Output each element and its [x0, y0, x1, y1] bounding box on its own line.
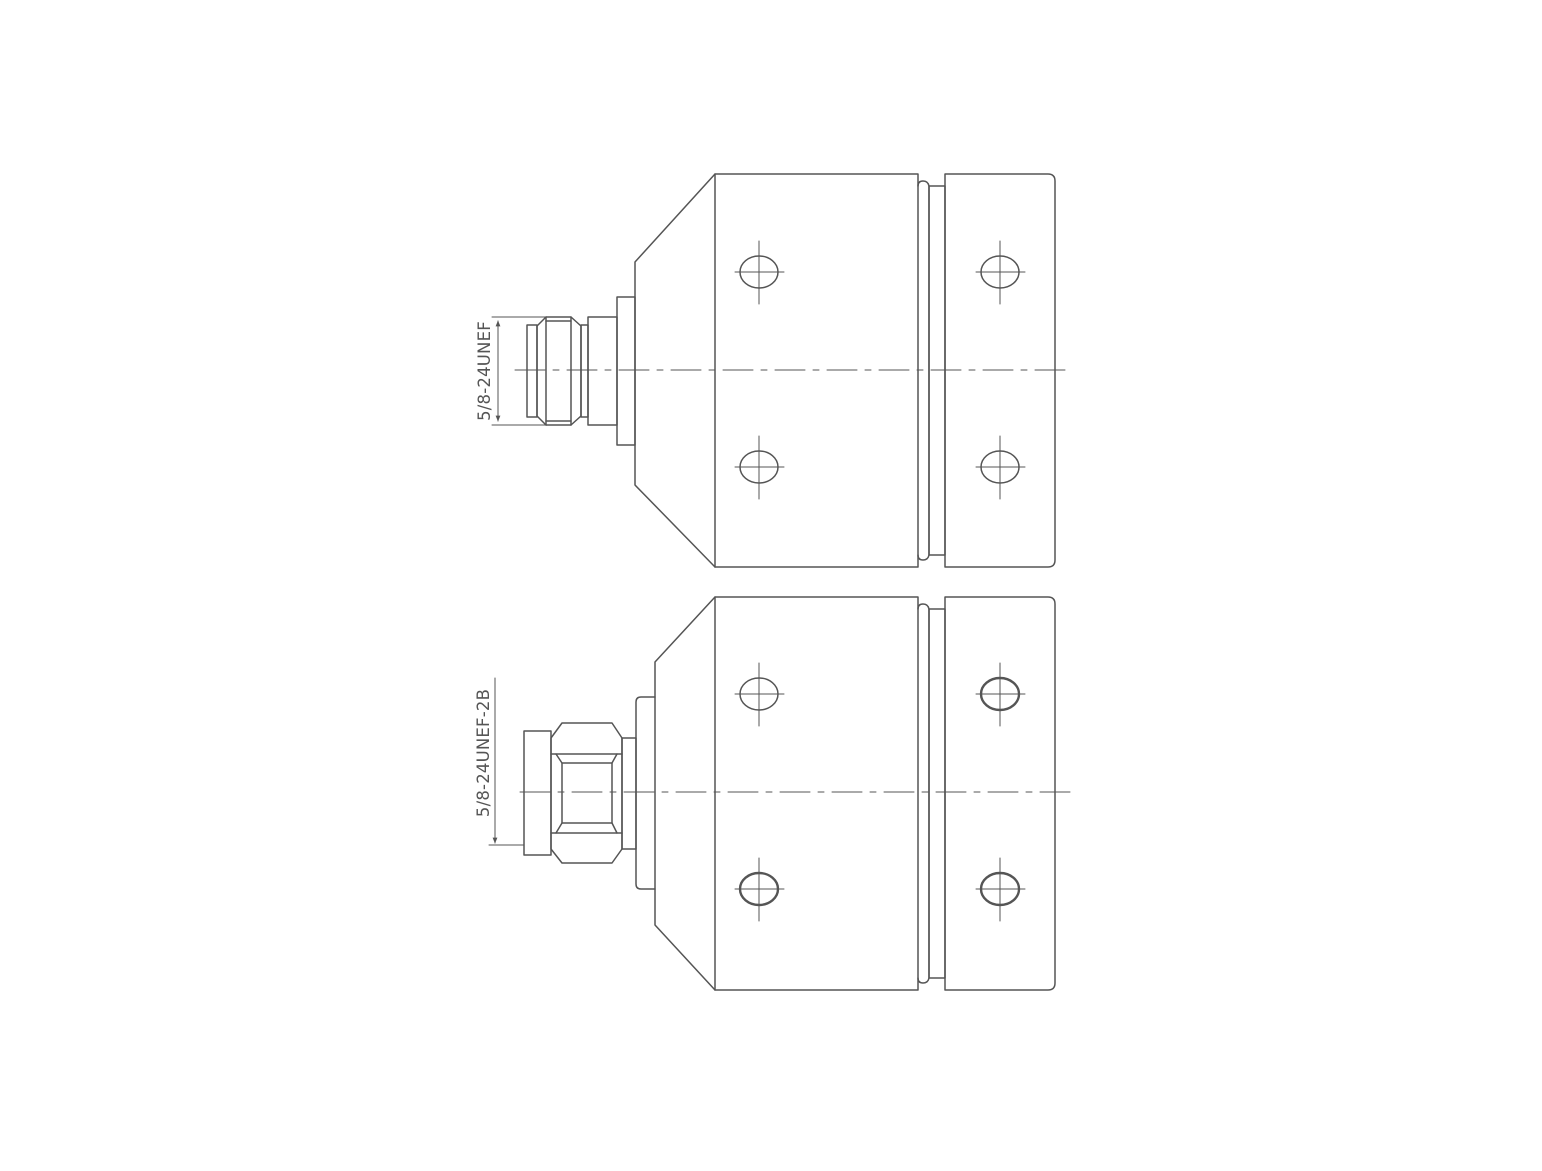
top-flange	[616, 296, 636, 446]
top-jack-barrel	[536, 316, 582, 426]
bottom-flange	[635, 696, 656, 890]
top-collar-step	[580, 324, 589, 418]
bottom-thread-dimension	[488, 677, 525, 846]
bottom-connector-view	[488, 596, 1073, 991]
top-jack-tip	[526, 324, 538, 418]
top-hole-crosshairs	[734, 240, 1026, 500]
bottom-thread-label: 5/8-24UNEF-2B	[474, 689, 493, 817]
top-thread-label: 5/8-24UNEF	[475, 321, 494, 421]
bottom-taper	[654, 596, 716, 991]
bottom-ring	[928, 608, 946, 979]
bottom-groove	[917, 603, 930, 984]
top-thread-dimension	[491, 316, 547, 426]
bottom-rear-cap	[944, 596, 1056, 991]
top-collar	[587, 316, 618, 426]
bottom-hole-crosshairs	[734, 662, 1026, 922]
bottom-collar	[621, 737, 637, 850]
top-connector-view	[491, 173, 1071, 568]
bottom-plug-tip	[523, 730, 552, 856]
bottom-main-body	[714, 596, 919, 991]
top-rear-cap	[944, 173, 1056, 568]
